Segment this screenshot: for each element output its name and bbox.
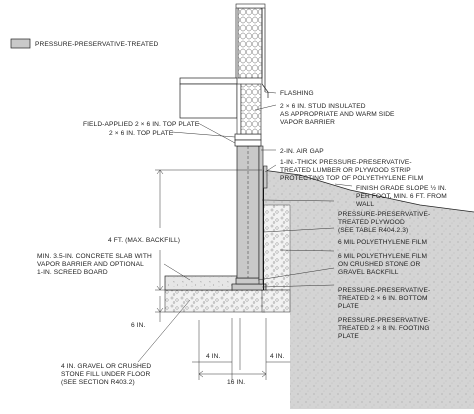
field-top-plate — [234, 139, 262, 147]
floor-joist — [179, 83, 238, 119]
grade-label-2: PER FOOT, MIN. 6 FT. FROM — [356, 193, 447, 200]
concrete-slab — [164, 275, 238, 291]
gravel-under-floor — [164, 289, 266, 313]
bottom-plate-label-1: PRESSURE-PRESERVATIVE- — [338, 287, 430, 294]
grade-label-3: WALL — [356, 201, 374, 208]
soil-backfill — [262, 170, 474, 409]
footing-plate — [231, 283, 267, 291]
flashing-leader — [264, 91, 277, 94]
poly-stone-label-1: 6 MIL POLYETHYLENE FILM — [338, 253, 427, 260]
subfloor — [179, 77, 238, 85]
air-gap-label: 2-IN. AIR GAP — [280, 148, 324, 155]
stud-label-3: VAPOR BARRIER — [280, 119, 335, 126]
rim-insulation — [240, 83, 262, 135]
stud-label-1: 2 × 6 IN. STUD INSULATED — [280, 103, 366, 110]
legend-label: PRESSURE-PRESERVATIVE-TREATED — [35, 41, 158, 48]
gravel-under-footing — [261, 289, 291, 313]
four-in-right-dimension: 4 IN. — [270, 353, 284, 360]
top-plate — [234, 133, 262, 141]
slab-label-3: 1-IN. SCREED BOARD — [37, 269, 108, 276]
footing-plate-label-2: TREATED 2 × 8 IN. FOOTING — [338, 325, 430, 332]
legend-swatch — [10, 38, 31, 49]
flashing — [261, 83, 269, 98]
poly-film-label: 6 MIL POLYETHYLENE FILM — [338, 239, 427, 246]
upper-wall-insulation — [237, 7, 263, 79]
gravel-label-1: 4 IN. GRAVEL OR CRUSHED — [61, 363, 151, 370]
protective-strip — [263, 165, 268, 189]
stud-label-2: AS APPROPRIATE AND WARM SIDE — [280, 111, 395, 118]
finish-grade-line — [261, 169, 474, 213]
gravel-label-3: (SEE SECTION R403.2) — [61, 379, 135, 386]
sixteen-in-dimension: 16 IN. — [227, 379, 245, 386]
strip-label-2: TREATED LUMBER OR PLYWOOD STRIP — [280, 167, 411, 174]
gravel-label-2: STONE FILL UNDER FLOOR — [61, 371, 151, 378]
poly-stone-label-2: ON CRUSHED STONE OR — [338, 261, 421, 268]
top-plate-label: 2 × 6 IN. TOP PLATE — [109, 130, 174, 137]
bottom-plate-label-3: PLATE — [338, 303, 359, 310]
six-in-dimension: 6 IN. — [131, 322, 145, 329]
footing-plate-label-1: PRESSURE-PRESERVATIVE- — [338, 317, 430, 324]
slab-label-1: MIN. 3.5-IN. CONCRETE SLAB WITH — [37, 253, 152, 260]
treated-plywood — [258, 145, 264, 285]
footing-plate-label-3: PLATE — [338, 333, 359, 340]
four-in-left-dimension: 4 IN. — [206, 353, 220, 360]
strip-label-1: 1-IN.-THICK PRESSURE-PRESERVATIVE- — [280, 159, 412, 166]
strip-label-3: PROTECTING TOP OF POLYETHYLENE FILM — [280, 175, 423, 182]
plywood-label-1: PRESSURE-PRESERVATIVE- — [338, 211, 430, 218]
bottom-plate — [235, 277, 263, 285]
grade-label-1: FINISH GRADE SLOPE ½ IN. — [356, 184, 447, 192]
poly-stone-label-3: GRAVEL BACKFILL — [338, 269, 399, 276]
slab-label-2: VAPOR BARRIER AND OPTIONAL — [37, 261, 144, 268]
rim-joist — [236, 83, 242, 135]
bottom-plate-label-2: TREATED 2 × 6 IN. BOTTOM — [338, 295, 428, 302]
plywood-label-3: (SEE TABLE R404.2.3) — [338, 227, 408, 234]
flashing-label: FLASHING — [280, 90, 314, 97]
field-top-plate-label: FIELD-APPLIED 2 × 6 IN. TOP PLATE — [83, 121, 200, 128]
plywood-label-2: TREATED PLYWOOD — [338, 219, 405, 226]
backfill-dimension: 4 FT. (MAX. BACKFILL) — [108, 237, 180, 244]
